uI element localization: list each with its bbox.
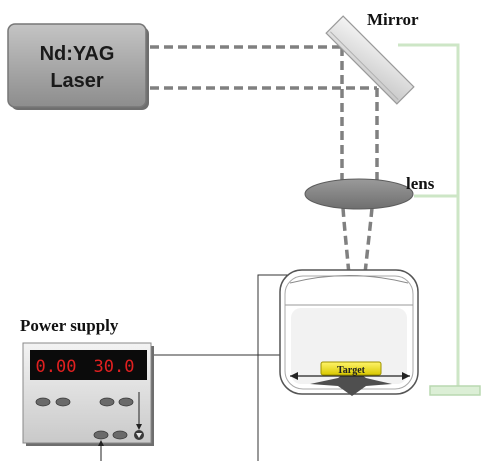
mirror-label: Mirror — [367, 10, 419, 29]
stand — [398, 43, 481, 396]
knob-1[interactable] — [35, 397, 51, 407]
wires — [150, 274, 300, 461]
power-supply-display — [30, 350, 147, 380]
vessel-wire — [257, 274, 300, 461]
knob-3[interactable] — [99, 397, 115, 407]
laser-label-line2: Laser — [50, 70, 104, 92]
display-value-right: 30.0 — [94, 357, 135, 377]
knob-5[interactable] — [93, 430, 109, 440]
lens — [304, 178, 414, 210]
laser-label-line1: Nd:YAG — [40, 43, 115, 65]
knob-2[interactable] — [55, 397, 71, 407]
power-supply: 0.00 30.0 — [22, 342, 154, 446]
stand-base — [429, 385, 481, 396]
control-knobs[interactable] — [35, 397, 134, 440]
nd-yag-laser: Nd:YAG Laser — [7, 23, 149, 110]
display-value-left: 0.00 — [36, 357, 77, 377]
target-label: Target — [337, 365, 366, 376]
ablation-plume — [310, 368, 392, 396]
knob-6[interactable] — [112, 430, 128, 440]
mirror — [325, 15, 415, 105]
power-supply-label: Power supply — [20, 316, 119, 335]
liquid-vessel — [279, 269, 419, 396]
target: Target — [320, 361, 382, 376]
knob-4[interactable] — [118, 397, 134, 407]
power-supply-wiring — [98, 392, 142, 461]
lens-label: lens — [406, 174, 435, 193]
output-terminal-icon — [134, 430, 144, 440]
stand-top-arm — [398, 43, 460, 388]
